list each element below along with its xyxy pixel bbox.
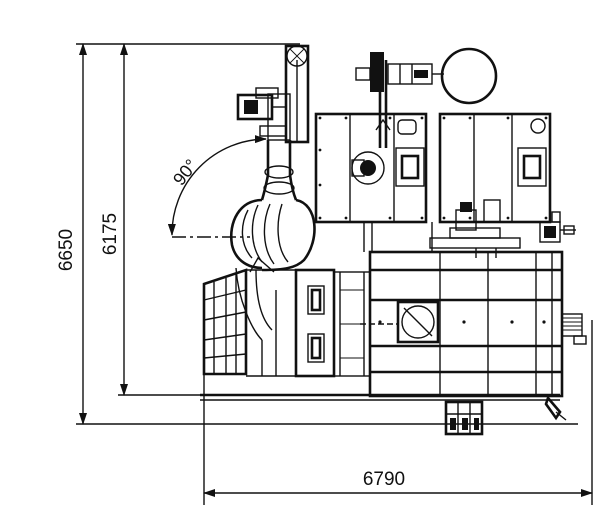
electrical-cabinet-right	[438, 112, 552, 224]
dimension-overall-height: 6650	[56, 43, 578, 425]
dimension-frame-height: 6175	[100, 43, 200, 396]
drive-motor	[236, 87, 287, 137]
lower-drive-box	[444, 400, 484, 436]
dimension-label-frame-height: 6175	[100, 213, 121, 255]
dimension-label-overall-height: 6650	[56, 229, 77, 271]
dimension-label-overall-length: 6790	[363, 469, 405, 490]
dimension-overall-length: 6790	[203, 300, 593, 505]
blower-assembly	[355, 47, 498, 148]
curved-duct	[229, 140, 316, 273]
support-legs	[363, 222, 433, 252]
outfeed-end	[544, 313, 587, 421]
intake-hood	[202, 267, 297, 377]
swing-angle-label: 90°	[169, 155, 202, 189]
electrical-cabinet-left	[314, 112, 428, 224]
swing-angle-annotation: 90°	[167, 135, 267, 238]
valve-fittings	[429, 199, 576, 258]
belt-column	[267, 44, 310, 144]
feed-section	[294, 268, 371, 378]
conveyor-body	[360, 250, 564, 398]
